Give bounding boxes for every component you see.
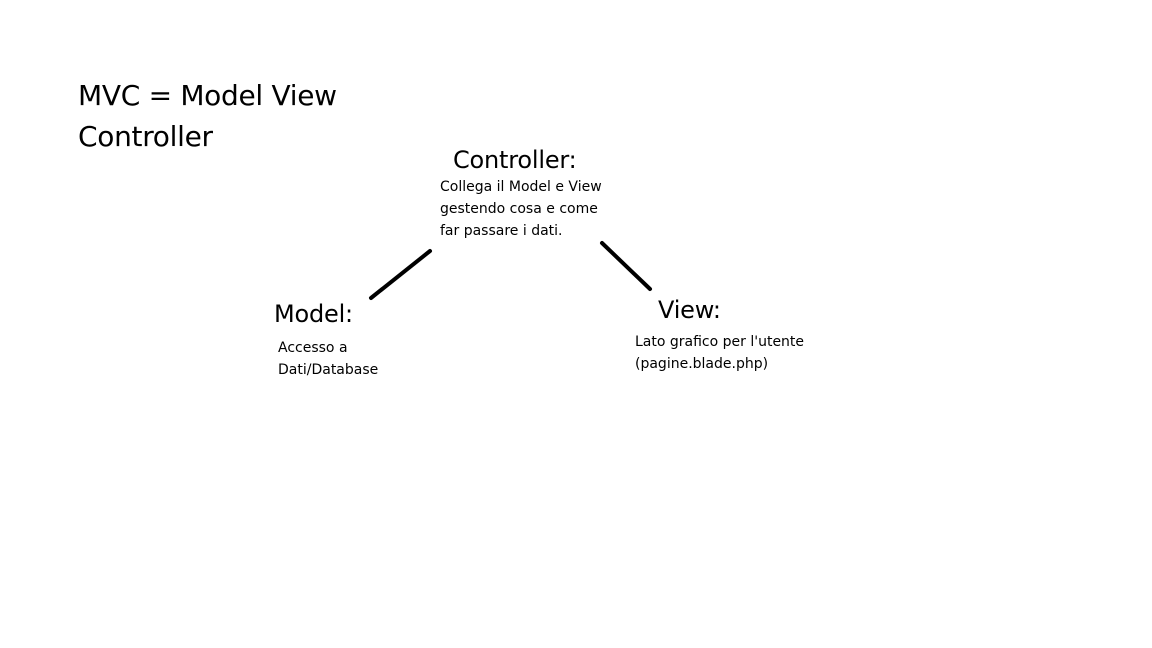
view-description: Lato grafico per l'utente (pagine.blade.… <box>635 331 804 375</box>
model-description-line: Accesso a <box>278 340 348 356</box>
controller-description-line: Collega il Model e View <box>440 179 602 195</box>
title-line-2: Controller <box>78 120 213 153</box>
model-description: Accesso a Dati/Database <box>278 337 378 381</box>
controller-model-connector <box>369 249 432 300</box>
model-description-line: Dati/Database <box>278 362 379 378</box>
controller-view-connector <box>600 241 652 291</box>
controller-description-line: gestendo cosa e come <box>440 201 598 217</box>
title-line-1: MVC = Model View <box>78 79 337 112</box>
controller-description: Collega il Model e View gestendo cosa e … <box>440 176 602 242</box>
model-heading: Model: <box>274 300 353 328</box>
controller-heading: Controller: <box>453 146 577 174</box>
view-heading: View: <box>658 296 721 324</box>
view-description-line: (pagine.blade.php) <box>635 356 769 372</box>
controller-description-line: far passare i dati. <box>440 223 563 239</box>
view-description-line: Lato grafico per l'utente <box>635 334 805 350</box>
diagram-title: MVC = Model View Controller <box>78 75 378 157</box>
